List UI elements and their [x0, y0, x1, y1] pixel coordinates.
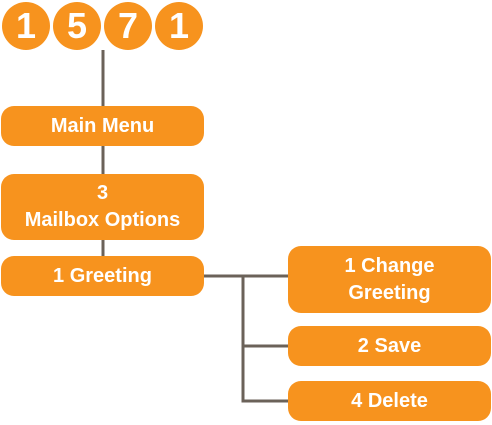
connector-greeting-branch: [241, 276, 288, 403]
greeting-label: 1 Greeting: [53, 264, 152, 287]
digit-circle-1: 1: [2, 2, 50, 50]
delete-node: 4 Delete: [288, 381, 491, 421]
mailbox-options-key: 3: [96, 182, 109, 204]
greeting-node: 1 Greeting: [1, 256, 204, 296]
digit-circle-2: 5: [53, 2, 101, 50]
delete-label: 4 Delete: [351, 389, 428, 412]
mailbox-options-label: Mailbox Options: [24, 209, 181, 231]
save-label: 2 Save: [357, 334, 422, 357]
main-menu-node: Main Menu: [1, 106, 204, 146]
digit-circle-4: 1: [155, 2, 203, 50]
digit-circle-3: 7: [104, 2, 152, 50]
main-menu-label: Main Menu: [50, 114, 155, 137]
change-greeting-node: 1 Change Greeting: [288, 246, 491, 313]
save-node: 2 Save: [288, 326, 491, 366]
change-greeting-line-2: Greeting: [348, 281, 431, 304]
mailbox-options-node: 3 Mailbox Options: [1, 174, 204, 240]
change-greeting-line-1: 1 Change: [344, 254, 435, 277]
